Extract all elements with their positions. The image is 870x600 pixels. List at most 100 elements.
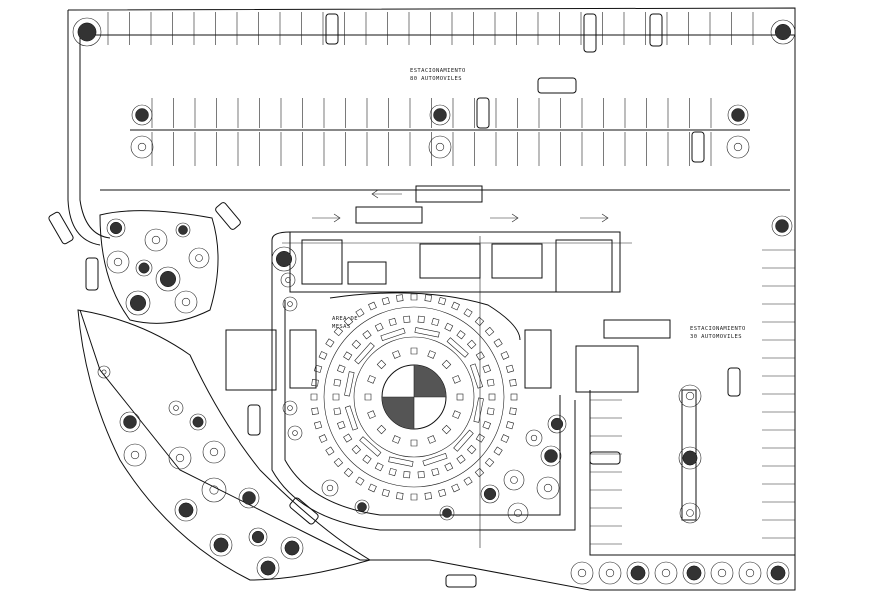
dining-table bbox=[388, 317, 397, 327]
dining-table bbox=[451, 483, 460, 493]
dining-table bbox=[452, 375, 461, 384]
tree-canopy bbox=[357, 502, 367, 512]
bench bbox=[446, 337, 469, 358]
parking-stalls-row-1 bbox=[107, 12, 754, 45]
dining-table bbox=[351, 339, 362, 350]
dining-table bbox=[343, 467, 354, 478]
car-icon bbox=[445, 574, 477, 588]
dining-table bbox=[451, 301, 460, 311]
tree-canopy bbox=[544, 449, 558, 463]
tree-canopy bbox=[101, 369, 107, 375]
car-icon bbox=[85, 257, 99, 291]
tree-icon bbox=[280, 536, 304, 560]
dining-table bbox=[509, 407, 517, 415]
tree-icon bbox=[738, 561, 762, 585]
arrow-right-icon bbox=[312, 213, 341, 223]
dining-table bbox=[475, 351, 485, 361]
tree-canopy bbox=[717, 568, 727, 578]
dining-table bbox=[417, 315, 425, 323]
tree-icon bbox=[280, 272, 296, 288]
main-building bbox=[225, 231, 639, 548]
dining-table bbox=[325, 338, 335, 348]
dining-table bbox=[313, 421, 323, 430]
dining-table bbox=[362, 330, 372, 340]
dining-table bbox=[362, 454, 372, 464]
parking-label-right-line1: ESTACIONAMIENTO bbox=[690, 326, 746, 332]
tree-icon bbox=[282, 400, 298, 416]
kitchen bbox=[419, 243, 481, 279]
parking-label-top-line2: 80 AUTOMOVILES bbox=[410, 76, 462, 82]
arrow-right-icon bbox=[490, 213, 519, 223]
dining-table bbox=[456, 393, 464, 401]
dining-table bbox=[482, 364, 492, 374]
bench bbox=[354, 342, 375, 365]
tree-canopy bbox=[483, 487, 497, 501]
dining-table bbox=[333, 457, 344, 468]
tree-icon bbox=[439, 505, 455, 521]
dining-table bbox=[493, 446, 503, 456]
tree-icon bbox=[271, 246, 297, 272]
truck-icon bbox=[355, 206, 423, 224]
dining-table bbox=[452, 410, 461, 419]
car-icon bbox=[476, 97, 490, 129]
tree-icon bbox=[525, 429, 543, 447]
dining-table bbox=[500, 434, 510, 443]
tree-icon bbox=[678, 384, 702, 408]
tree-canopy bbox=[242, 491, 256, 505]
dining-table bbox=[333, 407, 342, 416]
dining-table bbox=[410, 493, 418, 501]
tree-canopy bbox=[605, 568, 615, 578]
bench bbox=[388, 456, 414, 467]
bench bbox=[414, 327, 440, 338]
dining-table bbox=[431, 317, 440, 327]
truck-icon bbox=[603, 319, 671, 339]
tree-icon bbox=[547, 414, 567, 434]
tree-canopy bbox=[510, 476, 518, 484]
tree-icon bbox=[144, 228, 168, 252]
stair-block bbox=[289, 329, 317, 389]
tree-canopy bbox=[774, 23, 792, 41]
dining-table bbox=[463, 476, 473, 486]
car-icon bbox=[215, 202, 241, 230]
car-icon bbox=[247, 404, 261, 436]
dining-table bbox=[410, 439, 418, 447]
bench bbox=[380, 327, 406, 341]
tree-icon bbox=[125, 290, 151, 316]
dining-table bbox=[343, 351, 353, 361]
dining-ring-outer bbox=[323, 306, 505, 488]
dining-table bbox=[311, 379, 319, 387]
tree-canopy bbox=[686, 565, 702, 581]
storage-room bbox=[347, 261, 387, 285]
tree-icon bbox=[540, 445, 562, 467]
vehicles bbox=[48, 13, 741, 588]
tree-icon bbox=[679, 502, 701, 524]
tree-canopy bbox=[138, 262, 150, 274]
tree-canopy bbox=[77, 22, 97, 42]
tree-icon bbox=[119, 411, 141, 433]
tree-canopy bbox=[292, 430, 298, 436]
dining-table bbox=[505, 364, 515, 373]
tree-canopy bbox=[731, 108, 745, 122]
tree-canopy bbox=[109, 221, 123, 235]
tree-icon bbox=[287, 425, 303, 441]
dining-table bbox=[444, 322, 454, 332]
tree-icon bbox=[248, 527, 268, 547]
tree-icon bbox=[654, 561, 678, 585]
garden-upper-left bbox=[99, 210, 219, 324]
parking-label-top: ESTACIONAMIENTO 80 AUTOMOVILES bbox=[410, 68, 465, 82]
tree-canopy bbox=[175, 453, 185, 463]
dining-table bbox=[505, 421, 515, 430]
dining-table bbox=[311, 407, 319, 415]
tree-icon bbox=[155, 266, 181, 292]
tree-canopy bbox=[745, 568, 755, 578]
tree-icon bbox=[202, 440, 226, 464]
dining-table bbox=[364, 393, 372, 401]
dining-table bbox=[463, 308, 473, 318]
dining-table bbox=[493, 338, 503, 348]
dining-table bbox=[388, 467, 397, 477]
tree-canopy bbox=[733, 142, 743, 152]
tree-canopy bbox=[630, 565, 646, 581]
bench bbox=[453, 429, 474, 452]
tree-canopy bbox=[181, 297, 191, 307]
tree-icon bbox=[97, 365, 111, 379]
